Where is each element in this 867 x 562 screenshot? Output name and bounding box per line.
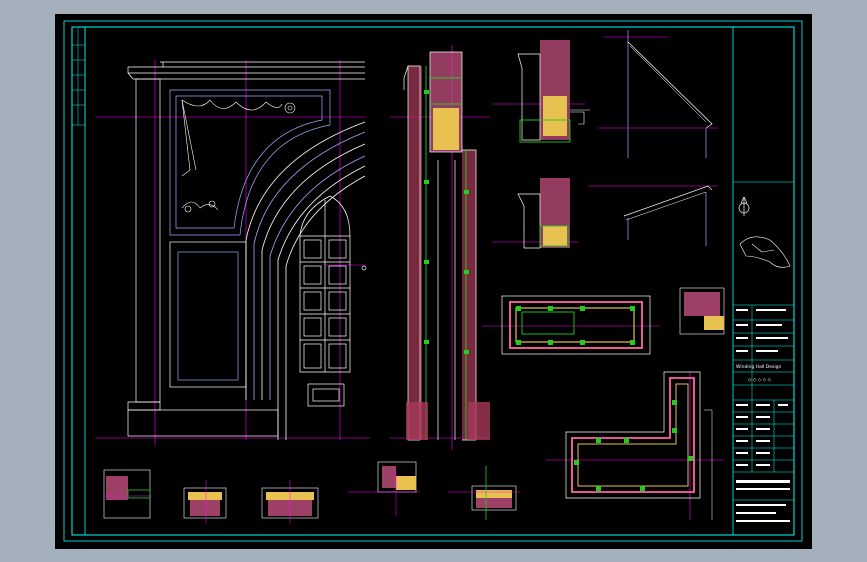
cornice-detail-2[interactable]	[492, 178, 578, 249]
cornice	[127, 61, 365, 80]
cornice-detail-1[interactable]	[492, 40, 590, 143]
title-block-text	[736, 309, 790, 522]
title-block[interactable]	[733, 181, 794, 501]
base-hatch	[406, 402, 428, 440]
project-name-text: Winding Hall Design	[736, 364, 781, 370]
bottom-detail-3[interactable]	[261, 480, 319, 524]
section-members	[425, 66, 467, 440]
section-studs	[424, 90, 469, 354]
bottom-detail-4[interactable]	[348, 461, 420, 516]
arches	[245, 121, 366, 440]
bottom-detail-2[interactable]	[183, 480, 227, 524]
corner-detail[interactable]	[679, 287, 725, 335]
door-elevation[interactable]	[95, 60, 370, 445]
right-jamb-hatch	[462, 150, 476, 440]
left-jamb-hatch	[408, 66, 422, 440]
bottom-detail-1[interactable]	[103, 469, 152, 519]
roof-detail-1[interactable]	[598, 30, 718, 158]
base-hatch-right	[468, 402, 490, 440]
wall-section[interactable]	[390, 45, 490, 450]
location-map-icon	[739, 236, 791, 268]
sheet-label-text: ◇ ◇ ◇ ◇ ◇	[748, 378, 772, 383]
lower-panel	[169, 241, 247, 388]
roof-detail-2[interactable]	[588, 185, 718, 246]
revision-strip	[71, 26, 86, 126]
masonry-core	[433, 108, 459, 150]
jamb-plan-detail[interactable]	[482, 295, 660, 355]
arched-window	[299, 195, 367, 407]
drapery-ornament	[181, 99, 296, 213]
upper-panel	[169, 89, 331, 236]
north-arrow-icon	[738, 196, 750, 216]
drawing-frame	[63, 20, 803, 542]
l-shaped-plan[interactable]	[546, 371, 724, 520]
bottom-detail-5[interactable]	[448, 466, 520, 520]
